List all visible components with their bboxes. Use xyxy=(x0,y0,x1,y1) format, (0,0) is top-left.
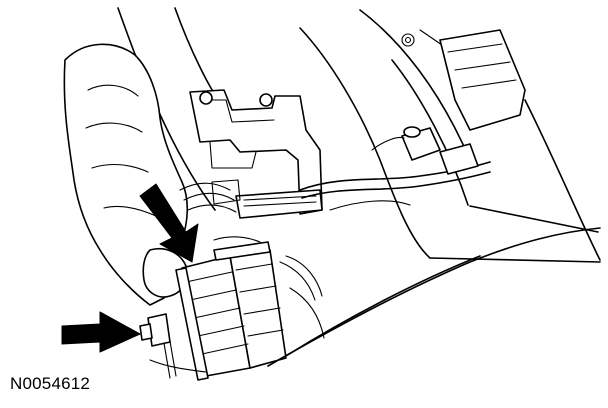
inline-connector-right xyxy=(371,29,526,175)
arrow-icon xyxy=(139,183,199,263)
module-bracket xyxy=(189,89,323,219)
trim-panel-background xyxy=(117,7,601,263)
connector-locking-tab xyxy=(139,313,171,347)
figure-reference-code: N0054612 xyxy=(10,374,91,393)
technician-hand xyxy=(63,43,189,306)
main-electrical-connector xyxy=(149,241,287,381)
callout-arrow-lower xyxy=(61,311,141,353)
floor-sill-edge xyxy=(267,227,601,367)
callout-arrow-upper xyxy=(139,183,199,263)
arrow-icon xyxy=(61,311,141,353)
